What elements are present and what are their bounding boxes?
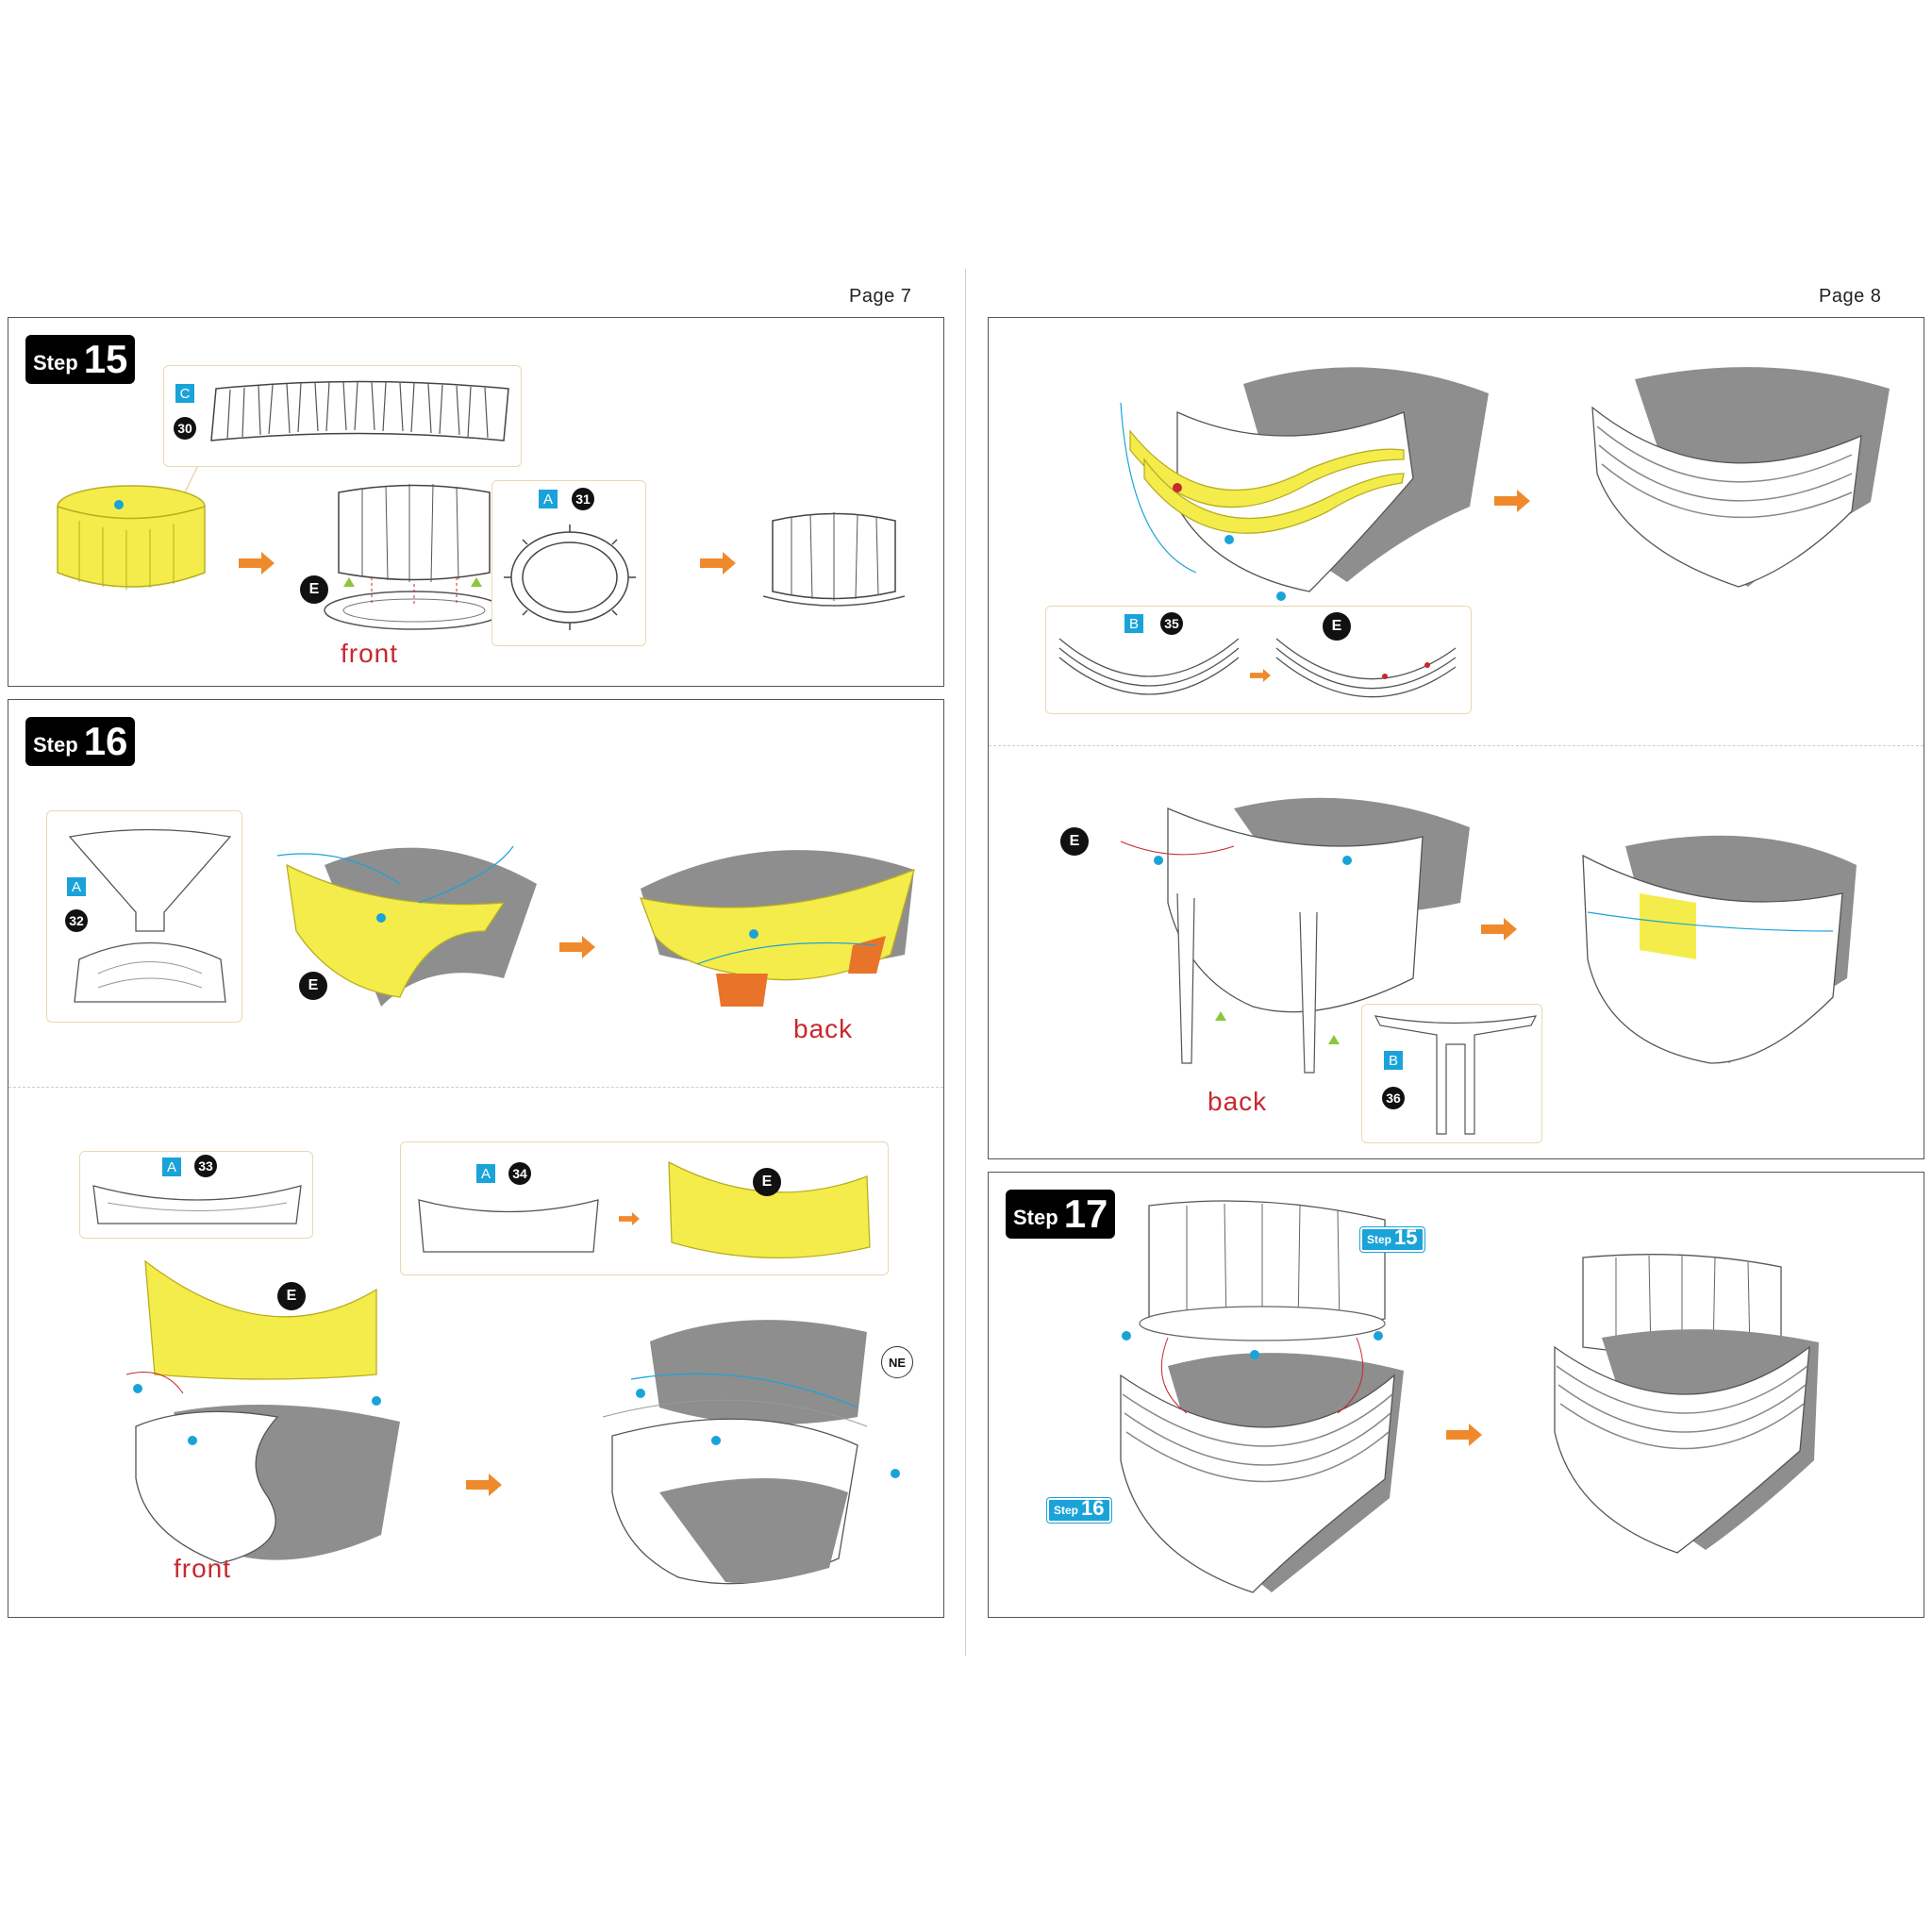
band-with-ring-base — [324, 483, 505, 630]
glue-e-marker: E — [300, 575, 328, 604]
part-35-callout — [1045, 606, 1472, 714]
sheet-tag-c: C — [175, 384, 194, 403]
part-35-strips-illustration — [1058, 638, 1240, 695]
part-number-33: 33 — [194, 1155, 217, 1177]
part-number-36: 36 — [1382, 1087, 1405, 1109]
mask-strips-attached-result — [1591, 367, 1890, 588]
arrow-right-icon — [619, 1212, 640, 1225]
part-34-illustration — [418, 1199, 599, 1253]
glue-dot-icon — [1122, 1331, 1131, 1341]
page-divider — [965, 269, 966, 1656]
part-number-35: 35 — [1160, 612, 1183, 635]
step-16-continued-panel: B 35 E E back B 36 — [988, 317, 1924, 1159]
mask-back-assembly — [1120, 797, 1470, 1074]
section-separator — [8, 1087, 943, 1088]
ring-part-illustration — [504, 525, 636, 630]
part-number-31: 31 — [572, 488, 594, 510]
glue-e-marker: E — [1323, 612, 1351, 641]
part-33-illustration — [92, 1185, 302, 1224]
arrow-right-icon — [1481, 918, 1517, 941]
mask-front-assembly — [125, 1259, 400, 1564]
page-number-right: Page 8 — [1819, 286, 1882, 307]
face-front-assembly — [276, 845, 537, 1007]
part-35-folded-illustration — [1275, 638, 1457, 698]
part-number-32: 32 — [65, 909, 88, 932]
step-15-result-crown — [762, 512, 906, 607]
glue-e-marker: E — [1060, 827, 1089, 856]
glue-e-marker: E — [299, 972, 327, 1000]
page-number-left: Page 7 — [849, 286, 912, 307]
back-label: back — [793, 1014, 854, 1043]
part-36-illustration — [1374, 1015, 1538, 1135]
front-label: front — [341, 639, 399, 668]
glue-dot-icon — [1250, 1350, 1259, 1359]
glue-e-marker: E — [277, 1282, 306, 1310]
crown-and-mask-assembly — [1120, 1200, 1404, 1593]
part-number-34: 34 — [508, 1162, 531, 1185]
arrow-right-icon — [239, 552, 275, 575]
sheet-tag-a: A — [476, 1164, 495, 1183]
rolled-band-highlighted — [57, 485, 206, 590]
step-17-final-result — [1554, 1254, 1819, 1554]
arrow-right-icon — [466, 1474, 502, 1496]
glue-dot-icon — [1374, 1331, 1383, 1341]
section-separator — [989, 745, 1924, 746]
mask-back-result — [1582, 835, 1857, 1064]
arrow-right-icon — [559, 936, 595, 958]
face-back-assembly — [639, 850, 915, 1007]
part-30-strip-illustration — [210, 380, 509, 441]
mask-with-highlighted-strips — [1120, 367, 1489, 601]
part-32-illustration — [68, 828, 232, 1003]
arrow-right-icon — [1446, 1424, 1482, 1446]
back-label: back — [1208, 1087, 1268, 1116]
glue-e-marker: E — [753, 1168, 781, 1196]
arrow-right-icon — [1250, 669, 1271, 682]
mask-layered-assembly — [602, 1320, 900, 1585]
arrow-right-icon — [700, 552, 736, 575]
ne-marker: NE — [881, 1346, 913, 1378]
sheet-tag-b: B — [1124, 614, 1143, 633]
part-number-30: 30 — [174, 417, 196, 440]
sheet-tag-a: A — [539, 490, 558, 508]
front-label: front — [174, 1554, 232, 1583]
part-34-folded-highlighted — [668, 1160, 871, 1259]
sheet-tag-b: B — [1384, 1051, 1403, 1070]
sheet-tag-a: A — [162, 1158, 181, 1176]
arrow-right-icon — [1494, 490, 1530, 512]
sheet-tag-a: A — [67, 877, 86, 896]
